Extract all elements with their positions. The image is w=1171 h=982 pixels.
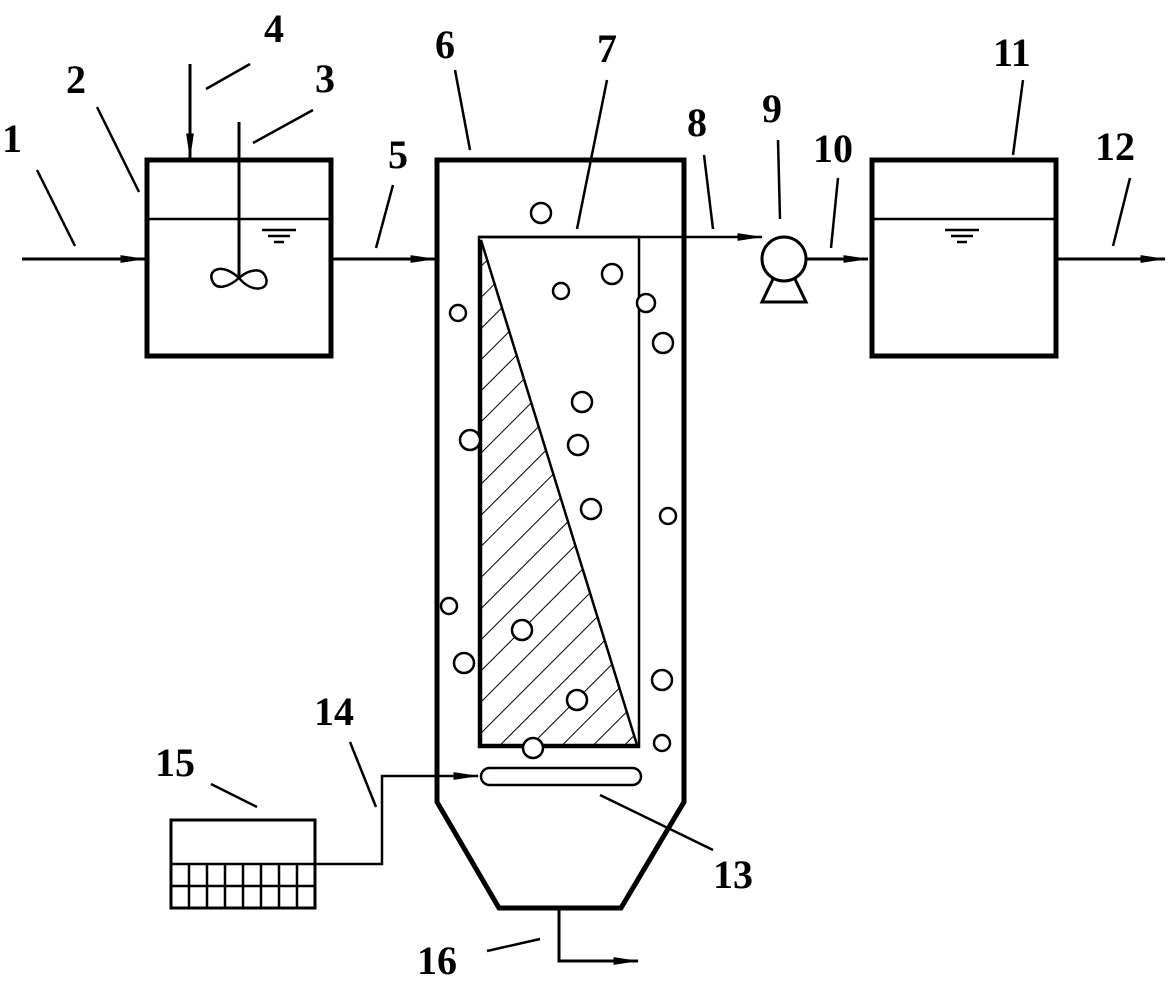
- water-level-icon: [262, 228, 296, 244]
- aerator: [479, 766, 643, 787]
- label-3: 3: [315, 56, 335, 101]
- label-8: 8: [687, 100, 707, 145]
- sludge-outlet: [557, 908, 640, 965]
- label-11: 11: [993, 30, 1031, 75]
- stirrer-icon: [210, 122, 268, 290]
- label-14: 14: [314, 689, 354, 734]
- label-15: 15: [155, 740, 195, 785]
- label-1: 1: [2, 116, 22, 161]
- label-10: 10: [813, 126, 853, 171]
- label-5: 5: [388, 132, 408, 177]
- water-level-icon: [945, 228, 979, 244]
- air-bubbles: [439, 201, 678, 760]
- label-4: 4: [264, 6, 284, 51]
- label-13: 13: [713, 852, 753, 897]
- effluent-tank: [869, 157, 1059, 359]
- air-blower: [169, 818, 317, 910]
- label-7: 7: [597, 26, 617, 71]
- air-pipe: [316, 772, 480, 866]
- reactor-vessel: [434, 157, 687, 911]
- label-12: 12: [1095, 124, 1135, 169]
- label-6: 6: [435, 22, 455, 67]
- leader-lines: [35, 62, 1132, 953]
- label-2: 2: [66, 57, 86, 102]
- label-16: 16: [417, 938, 457, 982]
- label-9: 9: [762, 86, 782, 131]
- membrane-module: [477, 235, 641, 749]
- pump-icon: [759, 235, 809, 304]
